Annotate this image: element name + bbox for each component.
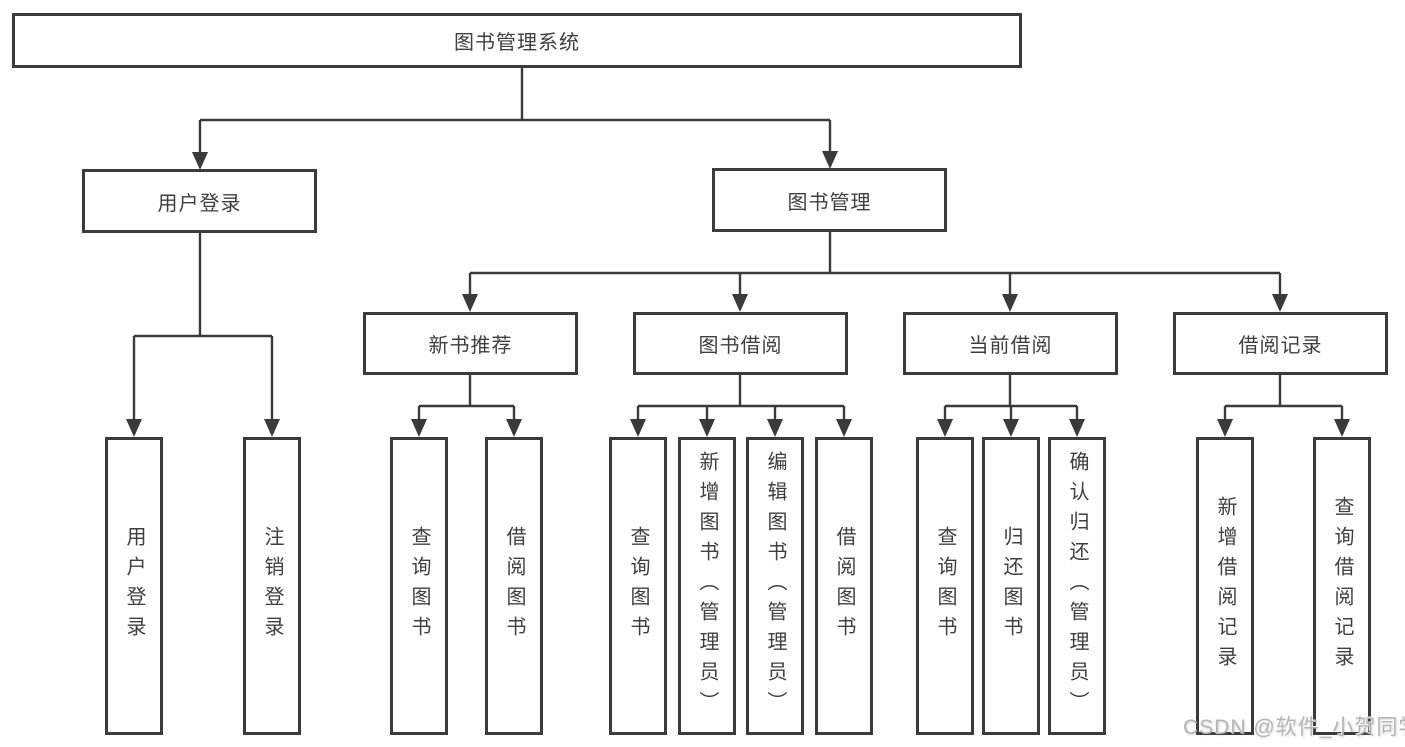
- leaf-label: 查询图书: [408, 526, 430, 646]
- node-book-borrow: 图书借阅: [633, 312, 848, 375]
- leaf-label: 新增借阅记录: [1214, 496, 1236, 676]
- leaf-confirm-return-admin: 确认归还（管理员）: [1048, 437, 1106, 735]
- leaf-label: 编辑图书（管理员）: [764, 451, 786, 721]
- leaf-label: 查询图书: [627, 526, 649, 646]
- leaf-borrow-books: 借阅图书: [815, 437, 873, 735]
- leaf-add-books-admin: 新增图书（管理员）: [678, 437, 736, 735]
- leaf-query-books-recommend: 查询图书: [390, 437, 448, 735]
- leaf-query-books-current: 查询图书: [916, 437, 974, 735]
- node-book-management: 图书管理: [712, 168, 947, 232]
- node-root-label: 图书管理系统: [454, 32, 580, 54]
- leaf-edit-books-admin: 编辑图书（管理员）: [746, 437, 804, 735]
- node-book-management-label: 图书管理: [787, 191, 872, 214]
- node-new-book-recommend-label: 新书推荐: [428, 335, 513, 357]
- leaf-label: 查询图书: [934, 526, 956, 646]
- leaf-label: 新增图书（管理员）: [696, 451, 718, 721]
- leaf-label: 借阅图书: [503, 526, 525, 646]
- node-current-borrow: 当前借阅: [903, 312, 1118, 375]
- leaf-borrow-books-recommend: 借阅图书: [485, 437, 543, 735]
- node-root: 图书管理系统: [12, 13, 1022, 68]
- leaf-user-login: 用户登录: [105, 437, 163, 735]
- watermark: CSDN @软件_小贺同学: [1183, 716, 1405, 739]
- leaf-add-borrow-record: 新增借阅记录: [1196, 437, 1254, 735]
- node-borrow-records: 借阅记录: [1173, 312, 1388, 375]
- node-user-login: 用户登录: [82, 169, 317, 233]
- leaf-label: 借阅图书: [833, 526, 855, 646]
- leaf-logout: 注销登录: [243, 437, 301, 735]
- leaf-label: 用户登录: [123, 526, 145, 646]
- leaf-return-books: 归还图书: [982, 437, 1040, 735]
- leaf-query-books-borrow: 查询图书: [609, 437, 667, 735]
- node-new-book-recommend: 新书推荐: [363, 312, 578, 375]
- node-book-borrow-label: 图书借阅: [698, 335, 783, 357]
- leaf-label: 注销登录: [261, 526, 283, 646]
- leaf-label: 归还图书: [1000, 526, 1022, 646]
- arrowheads: [126, 151, 1350, 437]
- leaf-label: 确认归还（管理员）: [1066, 451, 1088, 721]
- node-borrow-records-label: 借阅记录: [1238, 335, 1323, 357]
- node-user-login-label: 用户登录: [157, 192, 242, 215]
- leaf-label: 查询借阅记录: [1331, 496, 1353, 676]
- leaf-query-borrow-record: 查询借阅记录: [1313, 437, 1371, 735]
- node-current-borrow-label: 当前借阅: [968, 335, 1053, 357]
